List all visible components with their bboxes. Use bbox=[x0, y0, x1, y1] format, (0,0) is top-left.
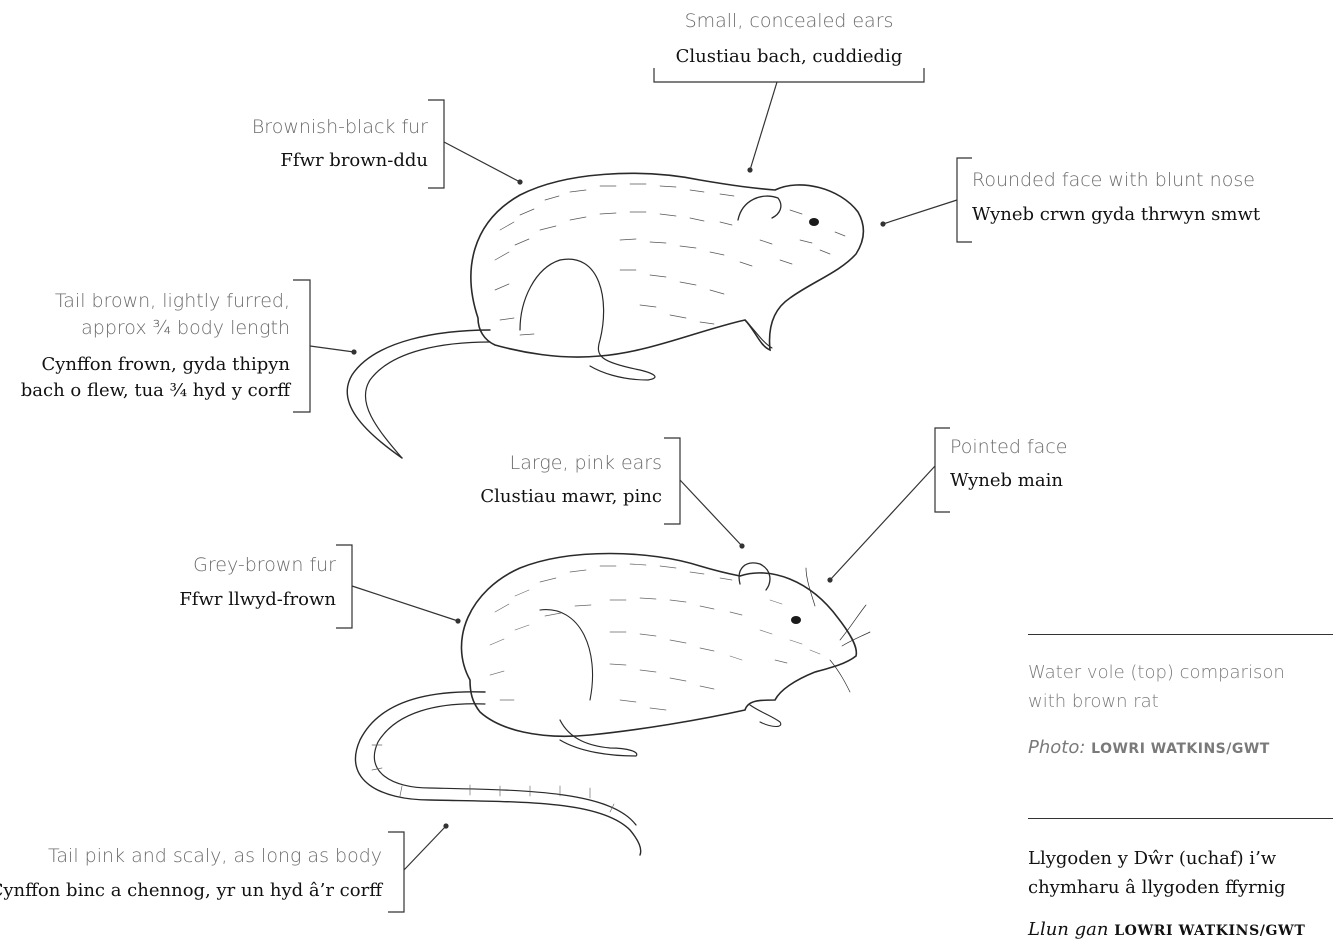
rat-fur-label-cy: Ffwr llwyd-frown bbox=[179, 587, 336, 613]
caption-cy-line2: chymharu â llygoden ffyrnig bbox=[1028, 874, 1286, 902]
caption-en-line1: Water vole (top) comparison bbox=[1028, 659, 1285, 687]
caption-en-credit-name: LOWRI WATKINS/GWT bbox=[1091, 741, 1270, 757]
caption-cy-line1: Llygoden y Dŵr (uchaf) i’w bbox=[1028, 845, 1276, 873]
vole-fur-label-en: Brownish-black fur bbox=[252, 114, 428, 141]
rat-ears-label-cy: Clustiau mawr, pinc bbox=[480, 484, 662, 510]
caption-cy-photo-label: Llun gan bbox=[1028, 919, 1108, 940]
caption-rule-en bbox=[1028, 634, 1333, 635]
vole-ears-label-en: Small, concealed ears bbox=[654, 8, 924, 35]
vole-ears-label-cy: Clustiau bach, cuddiedig bbox=[654, 44, 924, 70]
caption-rule-cy bbox=[1028, 818, 1333, 819]
rat-tail-label-en: Tail pink and scaly, as long as body bbox=[48, 843, 382, 870]
caption-en-photo-label: Photo: bbox=[1028, 737, 1085, 758]
caption-cy-credit: Llun gan LOWRI WATKINS/GWT bbox=[1028, 916, 1305, 945]
vole-face-label-cy: Wyneb crwn gyda thrwyn smwt bbox=[972, 202, 1260, 228]
vole-tail-label-en-2: approx ¾ body length bbox=[81, 315, 290, 342]
water-vole-illustration bbox=[347, 173, 863, 458]
caption-en-line2: with brown rat bbox=[1028, 688, 1159, 716]
rat-fur-label-en: Grey-brown fur bbox=[193, 552, 336, 579]
vole-fur-label-cy: Ffwr brown-ddu bbox=[280, 148, 428, 174]
rat-face-label-en: Pointed face bbox=[950, 434, 1067, 461]
caption-en-credit: Photo: LOWRI WATKINS/GWT bbox=[1028, 734, 1270, 763]
caption-cy-credit-name: LOWRI WATKINS/GWT bbox=[1114, 923, 1305, 939]
vole-tail-label-en-1: Tail brown, lightly furred, bbox=[55, 288, 290, 315]
rat-ears-label-en: Large, pink ears bbox=[510, 450, 662, 477]
brown-rat-illustration bbox=[355, 554, 870, 856]
vole-tail-label-cy-1: Cynffon frown, gyda thipyn bbox=[41, 352, 290, 378]
vole-face-label-en: Rounded face with blunt nose bbox=[972, 167, 1255, 194]
rat-tail-label-cy: Cynffon binc a chennog, yr un hyd â’r co… bbox=[0, 878, 382, 904]
rat-face-label-cy: Wyneb main bbox=[950, 468, 1063, 494]
vole-tail-label-cy-2: bach o flew, tua ¾ hyd y corff bbox=[21, 378, 290, 404]
